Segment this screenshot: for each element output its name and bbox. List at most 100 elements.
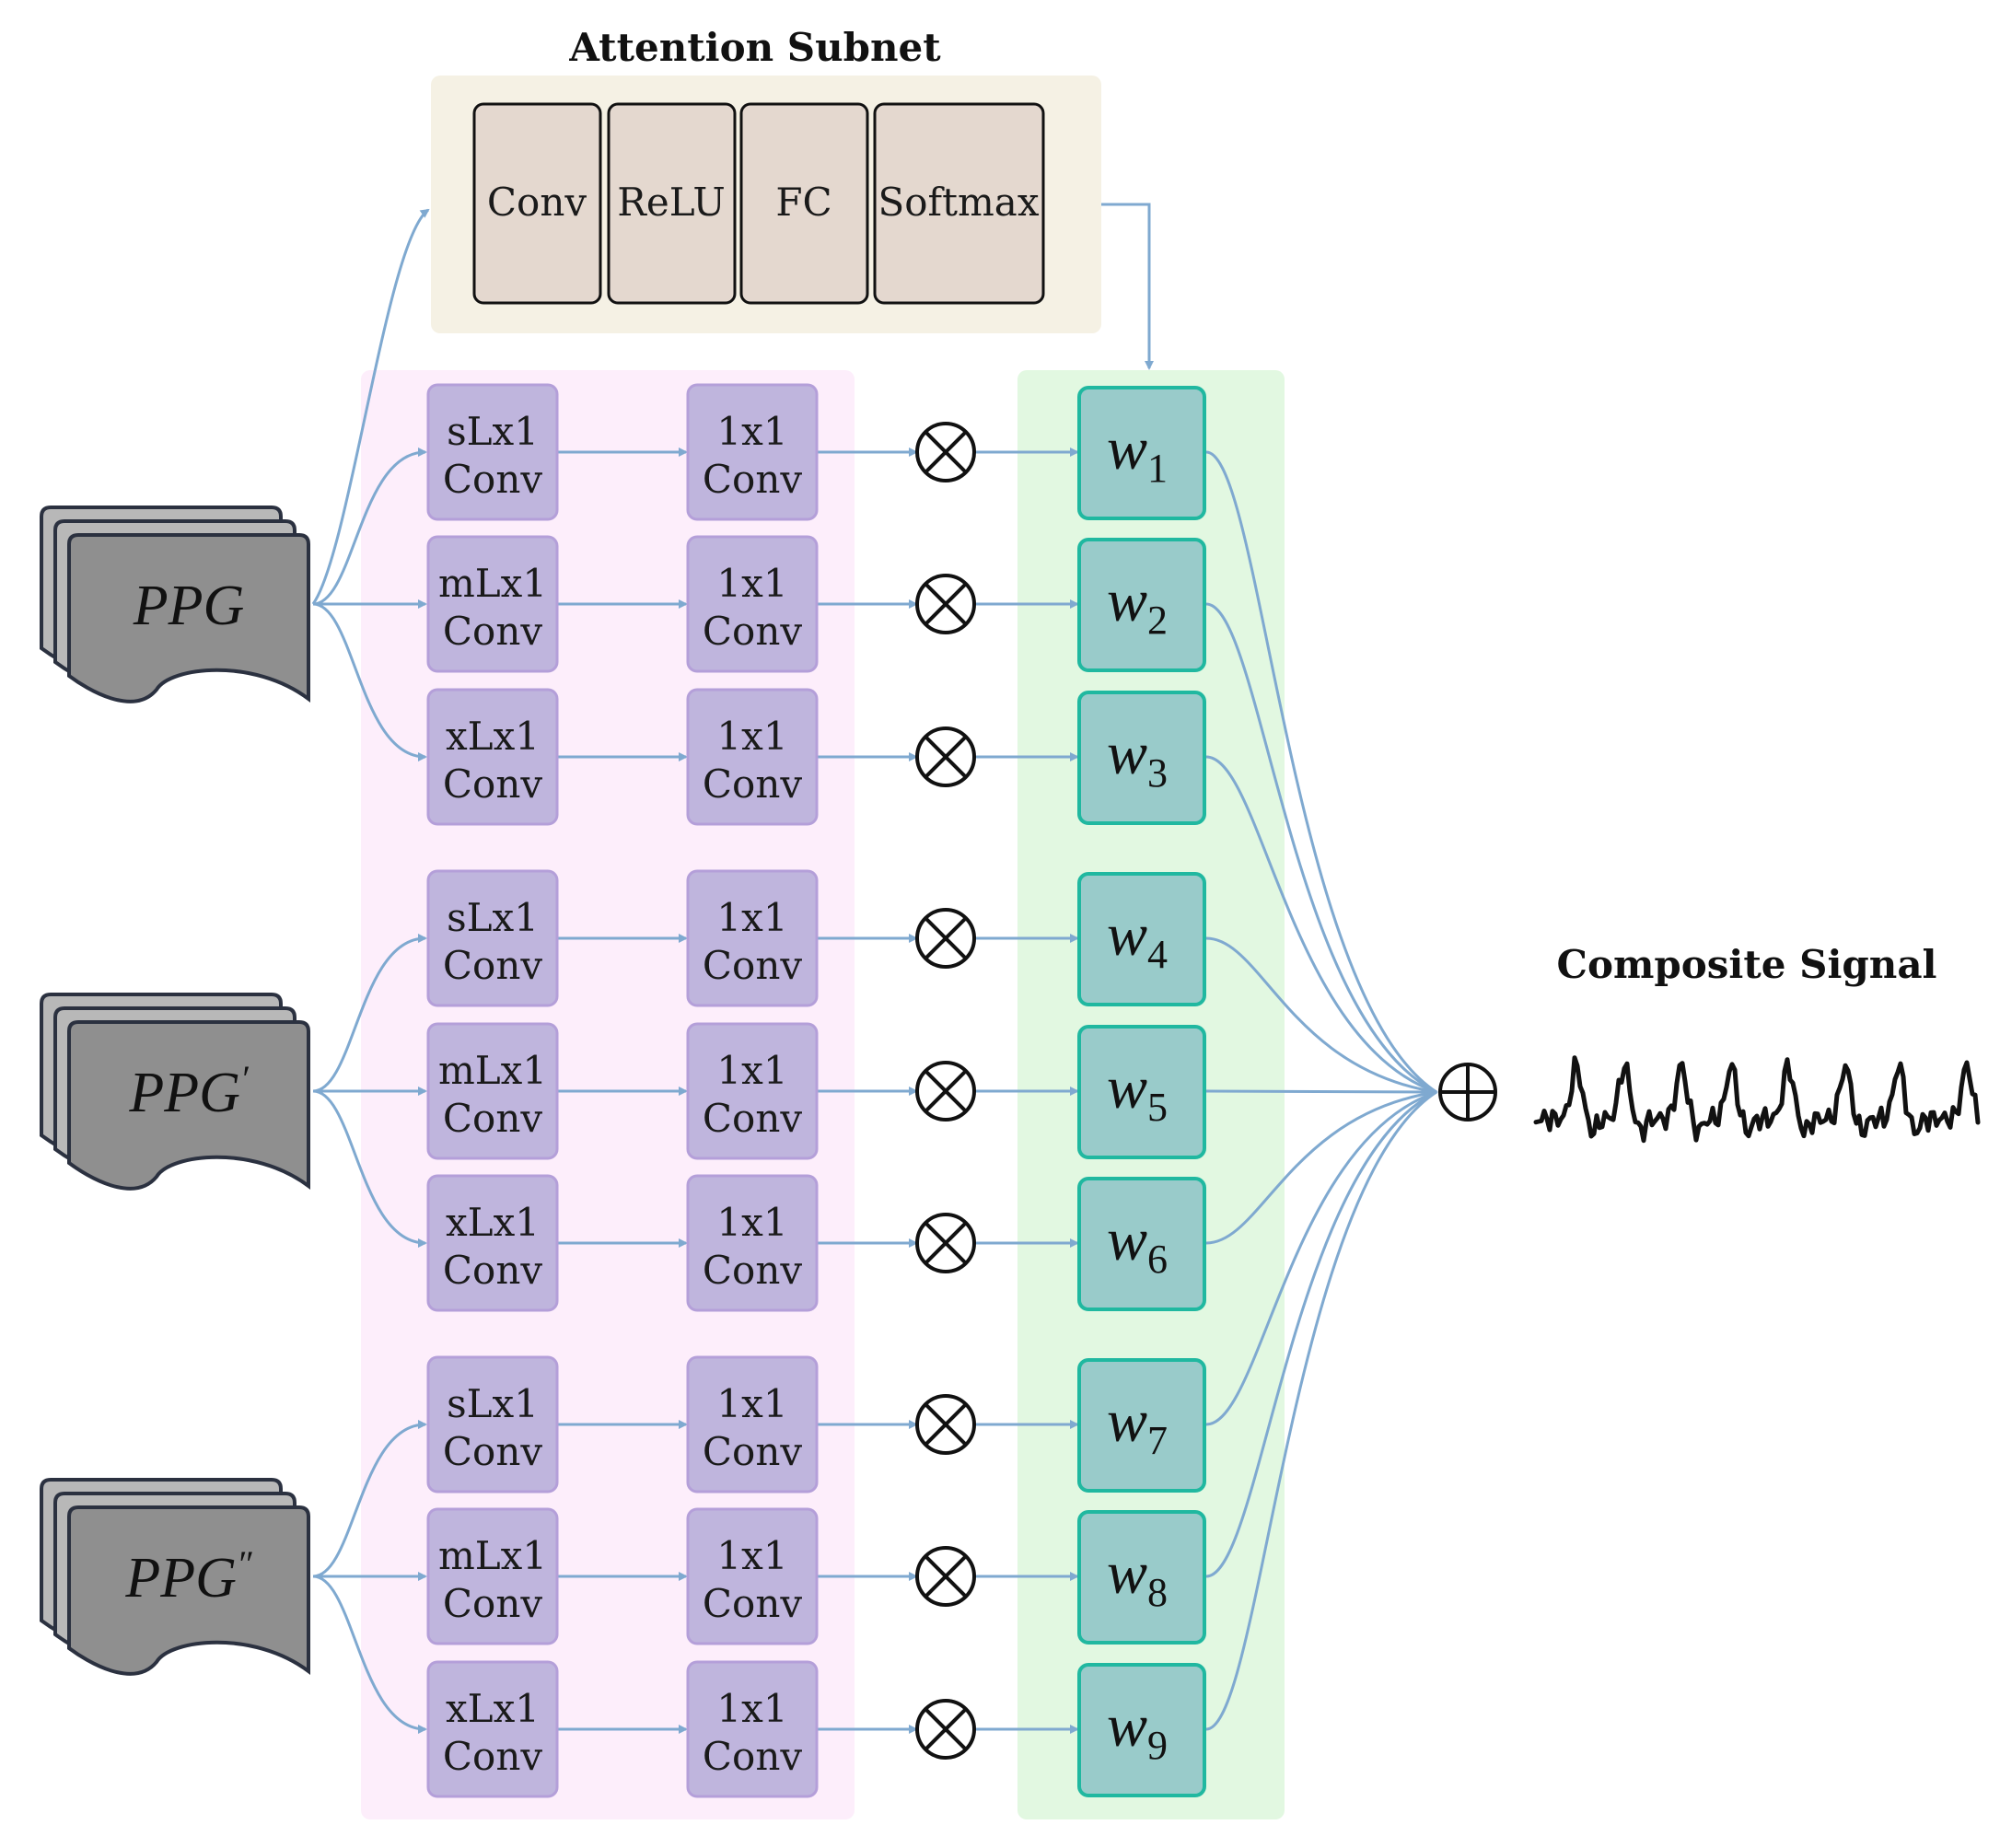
weight-label: w5 [1107,1054,1168,1130]
attention-input-arrow [311,208,430,605]
input-label-base: PPG [124,1547,237,1610]
attention-layer-label: Conv [487,180,587,225]
weight-label: w3 [1107,720,1168,796]
weight-symbol: w [1107,1540,1147,1607]
conv-kernel-label: mLx1 [438,1048,547,1093]
weight-to-sum-arrow [1205,450,1437,1094]
conv-word-label: Conv [703,1248,802,1293]
input-fan-arrow [312,1575,427,1734]
multiply-node [915,1213,976,1273]
conv-kernel-label: 1x1 [716,895,787,940]
weight-w1: w1 [1077,386,1206,520]
conv-word-label: Conv [443,1096,542,1141]
attention-layer-conv: Conv [472,102,602,305]
weight-symbol: w [1107,901,1147,969]
attention-output-arrow [1101,203,1154,370]
weight-w9: w9 [1077,1663,1206,1797]
weight-symbol: w [1107,1054,1147,1122]
conv-word-label: Conv [703,1734,802,1779]
weight-to-sum-arrow [1205,936,1437,1094]
weight-index: 8 [1147,1570,1168,1615]
inputs: PPG PPG ′ PPG″ [40,506,310,1676]
conv-word-label: Conv [443,1581,542,1626]
conv-word-label: Conv [703,457,802,502]
input-ppg-3: PPG″ [40,1478,310,1676]
weight-symbol: w [1107,415,1147,482]
attention-layer-fc: FC [739,102,869,305]
conv-word-label: Conv [703,943,802,988]
attention-layer-softmax: Softmax [873,102,1045,305]
weight-label: w9 [1107,1692,1168,1768]
multiply-node [915,1546,976,1607]
weight-label: w6 [1107,1206,1168,1282]
conv-kernel-label: 1x1 [716,1200,787,1245]
composite-signal-waveform [1533,1055,1981,1144]
conv-word-label: Conv [703,609,802,654]
attention-title: Attention Subnet [568,25,941,70]
weight-label: w4 [1107,901,1168,977]
weight-label: w2 [1107,567,1168,643]
weight-symbol: w [1107,720,1147,787]
weight-label: w1 [1107,415,1168,491]
weight-symbol: w [1107,567,1147,634]
conv-kernel-label: mLx1 [438,1533,547,1578]
conv-word-label: Conv [703,1429,802,1474]
conv-word-label: Conv [703,1096,802,1141]
conv-word-label: Conv [703,761,802,807]
conv-kernel-label: 1x1 [716,1048,787,1093]
conv-kernel-label: 1x1 [716,1686,787,1731]
weight-to-sum-arrow [1205,1090,1437,1426]
input-label-prime: ″ [237,1543,253,1585]
weight-index: 5 [1147,1085,1168,1130]
attention-layer-relu: ReLU [607,102,737,305]
weight-w6: w6 [1077,1177,1206,1311]
weight-index: 4 [1147,932,1168,977]
weight-index: 7 [1147,1418,1168,1463]
conv-kernel-label: sLx1 [447,1381,539,1426]
weight-w3: w3 [1077,691,1206,825]
conv-kernel-label: 1x1 [716,1533,787,1578]
weight-symbol: w [1107,1388,1147,1455]
weight-to-sum-arrow [1205,1090,1437,1578]
conv-kernel-label: xLx1 [446,1200,540,1245]
weight-to-sum-arrow [1205,755,1437,1094]
conv-word-label: Conv [443,1734,542,1779]
document-sheet [67,1020,310,1191]
weight-to-sum-arrow [1205,1090,1437,1245]
document-sheet [67,1505,310,1676]
input-fan-arrow [312,447,427,606]
conv-word-label: Conv [443,609,542,654]
weight-to-sum-arrow [1205,1087,1438,1097]
conv-kernel-label: 1x1 [716,1381,787,1426]
weight-w2: w2 [1077,538,1206,672]
attention-layers: Conv ReLU FC Softmax [472,102,1045,305]
output-title: Composite Signal [1557,942,1937,987]
input-label-prime: ′ [240,1058,250,1099]
weight-index: 3 [1147,750,1168,796]
conv-kernel-label: sLx1 [447,895,539,940]
conv-word-label: Conv [443,1429,542,1474]
input-label-base: PPG [133,575,245,637]
